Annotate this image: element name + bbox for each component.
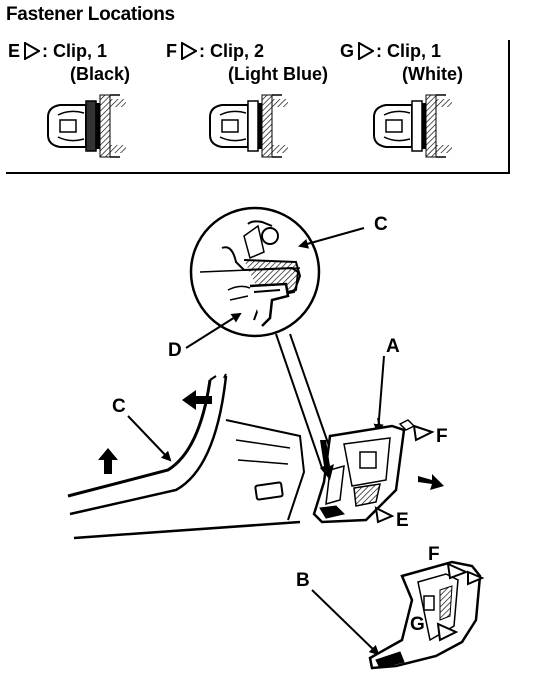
fastener-g-color: (White)	[402, 64, 463, 84]
detail-magnifier-circle	[189, 206, 321, 338]
clip-e-illustration	[47, 94, 126, 158]
fastener-f-marker-lower	[446, 562, 469, 580]
fastener-f-legend: F : Clip, 2 (Light Blue)	[166, 40, 328, 86]
fastener-f-marker-lower-2	[467, 570, 485, 586]
fastener-e-legend: E : Clip, 1 (Black)	[8, 40, 130, 86]
left-direction-arrow-icon	[182, 390, 212, 410]
triangle-marker-icon	[181, 41, 197, 60]
fastener-g-legend: G : Clip, 1 (White)	[340, 40, 463, 86]
leader-c-top	[298, 227, 365, 249]
callout-g: G	[410, 614, 425, 635]
fastener-g-desc: : Clip, 1	[376, 41, 442, 61]
callout-d: D	[168, 340, 182, 361]
callout-c-left: C	[112, 396, 126, 417]
fastener-g-marker	[436, 622, 459, 642]
fastener-f-marker	[412, 424, 435, 442]
part-b-trim-panel	[368, 560, 482, 670]
callout-f-lower: F	[428, 544, 440, 565]
leader-b	[311, 589, 380, 656]
callout-e: E	[396, 510, 409, 531]
triangle-marker-icon	[358, 41, 375, 60]
fastener-e-color: (Black)	[70, 64, 131, 84]
callout-a: A	[386, 336, 400, 357]
fastener-g-code: G	[340, 41, 355, 61]
right-direction-arrow-icon	[418, 474, 444, 490]
fastener-legend-frame	[6, 40, 510, 174]
fastener-e-desc: : Clip, 1	[42, 41, 108, 61]
part-a-trim-panel	[312, 417, 416, 524]
clip-f-illustration	[209, 94, 288, 158]
up-direction-arrow-icon	[98, 448, 118, 474]
diagram-title: Fastener Locations	[6, 4, 175, 25]
fastener-f-desc: : Clip, 2	[199, 41, 265, 61]
fastener-e-marker	[374, 506, 395, 524]
leader-c-left	[127, 415, 172, 462]
callout-c-top: C	[374, 214, 388, 235]
clip-g-illustration	[373, 94, 452, 158]
triangle-marker-icon	[24, 41, 41, 60]
fastener-f-code: F	[166, 41, 177, 61]
down-direction-arrow-icon	[320, 440, 334, 480]
fastener-f-color: (Light Blue)	[228, 64, 328, 84]
callout-b: B	[296, 570, 310, 591]
leader-d	[185, 312, 242, 349]
fastener-e-code: E	[8, 41, 21, 61]
callout-f-upper: F	[436, 426, 448, 447]
